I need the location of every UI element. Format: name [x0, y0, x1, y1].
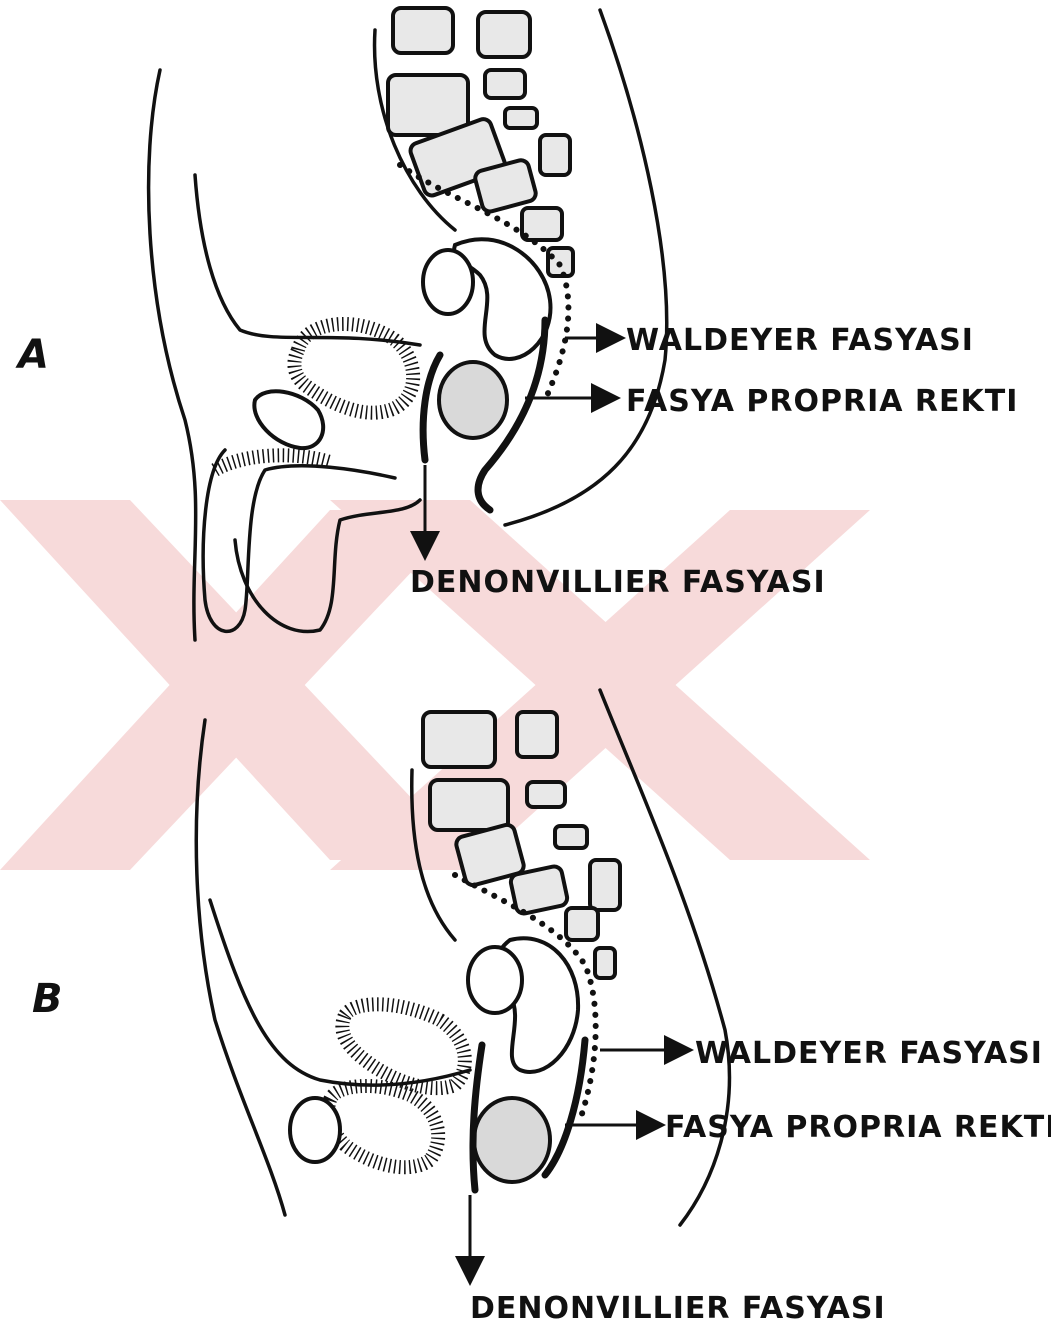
- panel-a-propria-label: FASYA PROPRIA REKTI: [626, 384, 1018, 419]
- panel-a-vertebra-3: [388, 75, 468, 135]
- panel-b-vertebra-10: [595, 948, 615, 978]
- panel-b-vertebra-1: [423, 712, 495, 767]
- panel-a-denonvillier-label: DENONVILLIER FASYASI: [410, 565, 826, 600]
- panel-a-vertebra-1: [393, 8, 453, 53]
- panel-b-propria-label: FASYA PROPRIA REKTI: [665, 1110, 1051, 1145]
- panel-b-waldeyer-label: WALDEYER FASYASI: [695, 1036, 1043, 1071]
- panel-b-letter: B: [32, 976, 63, 1022]
- panel-b-bladder-wall: [328, 1086, 438, 1167]
- panel-a-seminal-vesicle: [254, 391, 323, 448]
- panel-b-rectum: [474, 1098, 550, 1182]
- panel-a-bowel-loop: [423, 250, 473, 314]
- panel-b-symphysis: [290, 1098, 340, 1162]
- panel-a-vertebra-7: [540, 135, 570, 175]
- panel-b-vertebra-3: [430, 780, 508, 830]
- panel-b-vertebra-8: [509, 865, 568, 915]
- panel-a-peritoneum-anterior: [195, 175, 420, 345]
- panel-b-vertebra-7: [590, 860, 620, 910]
- panel-b-vertebra-4: [527, 782, 565, 807]
- panel-a-vertebra-2: [478, 12, 530, 57]
- panel-a-vertebra-5: [505, 108, 537, 128]
- panel-a-waldeyer-label: WALDEYER FASYASI: [626, 323, 974, 358]
- panel-a-denonvillier-line: [423, 355, 440, 460]
- panel-b-bowel-loop: [468, 947, 522, 1013]
- panel-b-vertebra-2: [517, 712, 557, 757]
- panel-b-vertebra-5: [555, 826, 587, 848]
- panel-b-peritoneum-anterior: [210, 900, 470, 1085]
- panel-a-rectum: [439, 362, 507, 438]
- panel-a-vertebra-4: [485, 70, 525, 98]
- panel-b-denonvillier-label: DENONVILLIER FASYASI: [470, 1291, 886, 1326]
- panel-a-letter: A: [15, 332, 49, 378]
- panel-b-vertebra-9: [566, 908, 598, 940]
